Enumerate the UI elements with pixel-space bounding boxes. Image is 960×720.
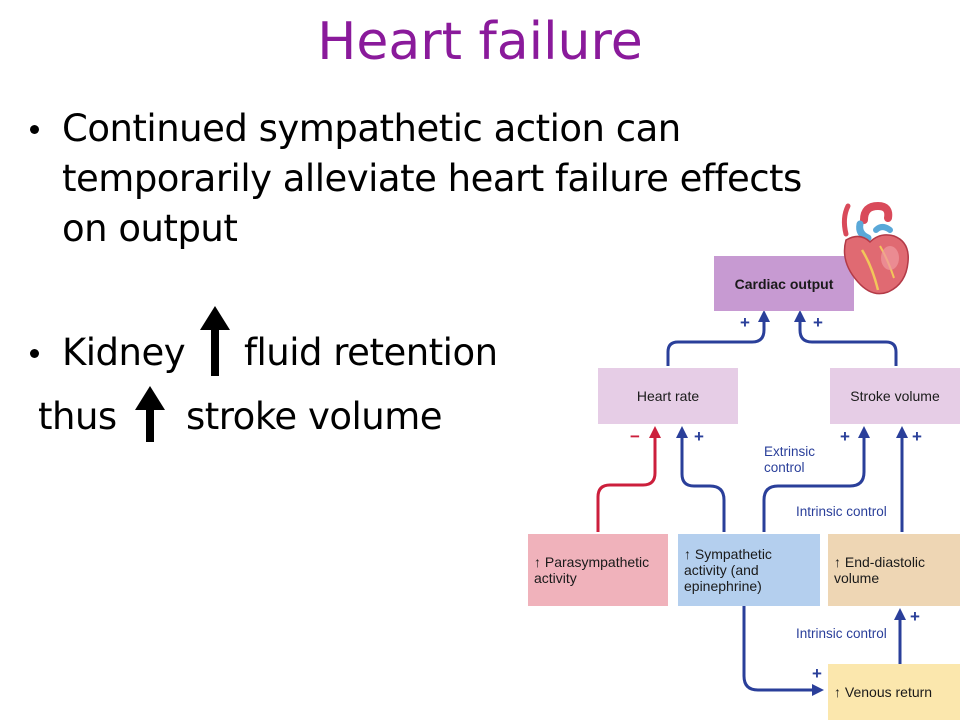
end-diastolic-volume-box: ↑ End-diastolic volume: [828, 534, 960, 606]
up-arrow-icon: [200, 306, 230, 376]
sign-sv-end-diastolic: +: [912, 427, 922, 446]
slide-title: Heart failure: [317, 12, 643, 72]
up-arrow-icon: [135, 386, 165, 442]
bullet-2-kidney: Kidney: [62, 331, 186, 374]
heart-rate-box: Heart rate: [598, 368, 738, 424]
intrinsic-control-label-upper: Intrinsic control: [796, 504, 887, 519]
bullet-2-fluid-retention: fluid retention: [244, 331, 498, 374]
cardiac-output-box: Cardiac output: [714, 256, 854, 311]
sign-edv-venous-return: +: [910, 607, 920, 626]
parasympathetic-activity-box: ↑ Parasympathetic activity: [528, 534, 668, 606]
sign-vr-sympathetic: +: [812, 664, 822, 683]
heart-icon: [841, 202, 909, 295]
sign-co-right: +: [813, 313, 823, 332]
intrinsic-control-label-lower: Intrinsic control: [796, 626, 887, 641]
bullet-2-thus: thus: [38, 395, 117, 438]
bullet-1-line-2: temporarily alleviate heart failure effe…: [62, 157, 802, 200]
sign-hr-parasympathetic: −: [630, 427, 640, 446]
venous-return-box: ↑ Venous return: [828, 664, 960, 720]
bullet-dot-1: [30, 125, 39, 134]
extrinsic-control-label: Extrinsic control: [764, 444, 816, 475]
sympathetic-activity-box: ↑ Sympathetic activity (and epinephrine): [678, 534, 820, 606]
sign-hr-sympathetic: +: [694, 427, 704, 446]
bullet-1-line-3: on output: [62, 207, 238, 250]
bullet-1-line-1: Continued sympathetic action can: [62, 107, 681, 150]
sign-sv-sympathetic: +: [840, 427, 850, 446]
bullet-dot-2: [30, 349, 39, 358]
sign-co-left: +: [740, 313, 750, 332]
stroke-volume-box: Stroke volume: [830, 368, 960, 424]
bullet-2-stroke-volume: stroke volume: [186, 395, 443, 438]
